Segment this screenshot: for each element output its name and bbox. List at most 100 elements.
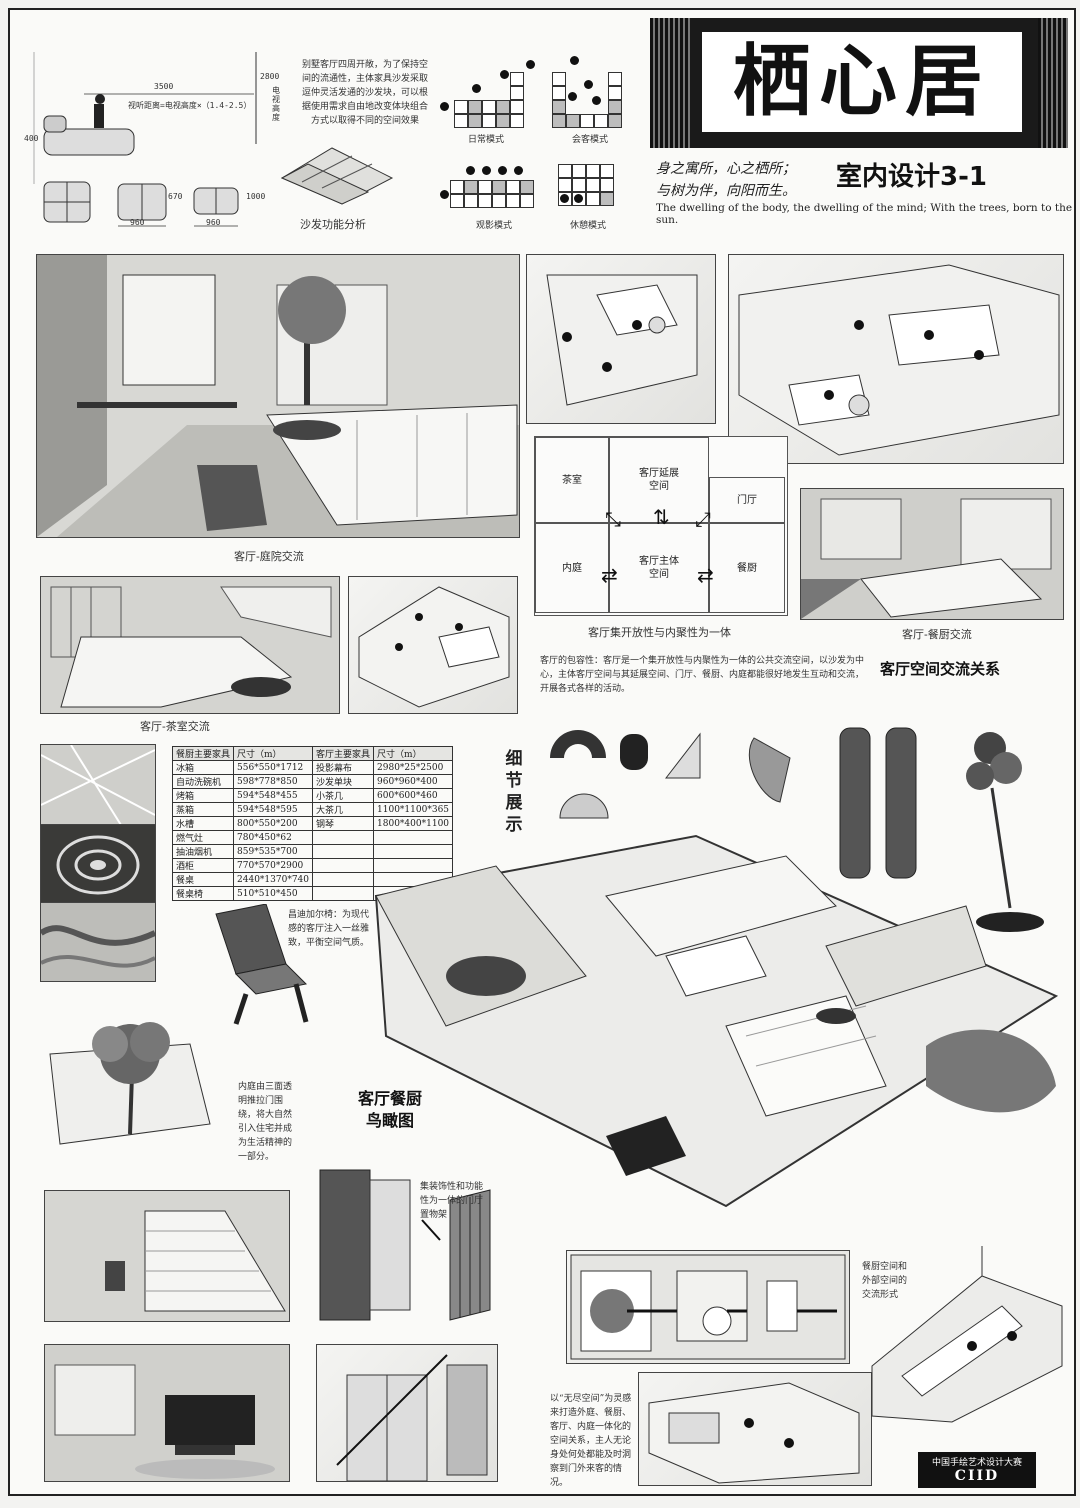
- table-cell: 594*548*595: [233, 802, 314, 817]
- mode-movie-label: 观影模式: [476, 221, 513, 231]
- mode-guest-label: 会客模式: [572, 135, 609, 145]
- aerial-title: 客厅餐厨 鸟瞰图: [358, 1088, 422, 1132]
- english-slogan: The dwelling of the body, the dwelling o…: [656, 202, 1073, 226]
- relation-title: 客厅空间交流关系: [880, 660, 1001, 678]
- project-title: 栖心居: [702, 32, 1022, 132]
- cell-living-main: 客厅主体空间: [609, 523, 709, 613]
- chandigarh-chair: [206, 903, 316, 1026]
- mode-guest-diagram: [548, 52, 628, 132]
- entrance-rack-sketch: [310, 1160, 500, 1330]
- table-cell: 沙发单块: [312, 774, 375, 789]
- piano-room-render: [44, 1344, 290, 1482]
- space-relation-diagram: 茶室 客厅延展空间 门厅 内庭 客厅主体空间 餐厨 ⇅ ⤡ ⤢ ⇄ ⇄: [534, 436, 788, 616]
- table-cell: 2440*1370*740: [233, 872, 314, 887]
- title-block: 栖心居: [650, 18, 1068, 148]
- caption-living-tearoom: 客厅-茶室交流: [140, 720, 210, 733]
- table-cell: 556*550*1712: [233, 760, 314, 775]
- arrow-diag-right-icon: ⤢: [695, 507, 711, 531]
- aerial-title-line-1: 客厅餐厨: [358, 1089, 423, 1108]
- living-courtyard-render: [36, 254, 520, 538]
- slogan: 身之寓所，心之栖所； 与树为伴，向阳而生。: [656, 158, 836, 202]
- table-cell: 770*570*2900: [233, 858, 314, 873]
- arrow-updown-icon: ⇅: [653, 505, 670, 529]
- inclusive-note: 客厅的包容性：客厅是一个集开放性与内聚性为一体的公共交流空间，以沙发为中心，主体…: [540, 656, 865, 694]
- table-cell: 1100*1100*365: [373, 802, 454, 817]
- table-cell: 598*778*850: [233, 774, 314, 789]
- aerial-view-render: [366, 826, 1068, 1210]
- table-cell: 烤箱: [171, 788, 235, 803]
- slogan-line-1: 身之寓所，心之栖所；: [656, 161, 796, 177]
- slogan-line-2: 与树为伴，向阳而生。: [656, 183, 796, 199]
- dining-plan-sketch: [566, 1250, 850, 1364]
- table-cell: 859*535*700: [233, 844, 314, 859]
- table-cell: 大茶几: [312, 802, 375, 817]
- ciid-logo: CIID: [954, 1468, 1000, 1484]
- table-header: 尺寸（m）: [233, 746, 314, 761]
- stair-render: [44, 1190, 290, 1322]
- mode-rest-label: 休憩模式: [570, 221, 607, 231]
- dim-2800: 2800: [260, 72, 280, 81]
- dim-1000: 1000: [246, 192, 266, 201]
- project-subtitle: 室内设计3-1: [836, 162, 987, 192]
- mode-movie-diagram: [436, 150, 546, 216]
- chair-note: 昌迪加尔椅：为现代感的客厅注入一丝雅致，平衡空间气质。: [288, 910, 370, 948]
- dim-960a: 960: [130, 218, 145, 227]
- detail-title-char: 节: [505, 771, 523, 791]
- table-cell: 自动洗碗机: [171, 774, 235, 789]
- cell-courtyard: 内庭: [535, 523, 609, 613]
- aerial-title-line-2: 鸟瞰图: [366, 1111, 415, 1130]
- cell-tea-room: 茶室: [535, 437, 609, 523]
- table-header: 餐厨主要家具: [171, 746, 235, 761]
- tearoom-axon-sketch: [348, 576, 518, 714]
- table-cell: 水槽: [171, 816, 235, 831]
- detail-objects: [540, 718, 1060, 946]
- table-cell: 抽油烟机: [171, 844, 235, 859]
- exterior-axon-sketch: [862, 1246, 1068, 1424]
- table-cell: 2980*25*2500: [373, 760, 454, 775]
- dining-flow-note: 餐厨空间和外部空间的交流形式: [862, 1262, 908, 1300]
- table-cell: 冰箱: [171, 760, 235, 775]
- cell-living-extension: 客厅延展空间: [609, 437, 709, 523]
- detail-title-char: 细: [505, 749, 523, 769]
- competition-logo: 中国手绘艺术设计大赛 CIID: [918, 1452, 1036, 1488]
- texture-marble-swatch: [40, 902, 156, 982]
- table-header-row: 餐厨主要家具 尺寸（m） 客厅主要家具 尺寸（m）: [171, 746, 454, 761]
- table-cell: [312, 858, 375, 873]
- dim-670: 670: [168, 192, 183, 201]
- texture-lines-swatch: [40, 744, 156, 826]
- boundless-note: 以“无尽空间”为灵感来打造外庭、餐厨、客厅、内庭一体化的空间关系，主人无论身处何…: [550, 1394, 632, 1488]
- dim-tv-height: 电视高度: [272, 86, 280, 122]
- table-cell: 酒柜: [171, 858, 235, 873]
- living-tearoom-render: [40, 576, 340, 714]
- arrow-diag-left-icon: ⤡: [605, 507, 621, 531]
- detail-title-char: 示: [505, 815, 523, 835]
- mode-daily-label: 日常模式: [468, 135, 505, 145]
- table-cell: 投影幕布: [312, 760, 375, 775]
- sofa-analysis-caption: 沙发功能分析: [300, 218, 366, 231]
- table-cell: 钢琴: [312, 816, 375, 831]
- table-cell: 餐桌椅: [171, 886, 235, 901]
- axon-sketch-small: [526, 254, 716, 424]
- table-cell: 960*960*400: [373, 774, 454, 789]
- cell-entrance: 门厅: [709, 477, 785, 523]
- dim-viewing-formula: 视听距离=电视高度×（1.4-2.5）: [128, 101, 252, 110]
- caption-open-inward: 客厅集开放性与内聚性为一体: [588, 626, 731, 639]
- dim-960b: 960: [206, 218, 221, 227]
- dim-3500: 3500: [154, 82, 174, 91]
- table-cell: 510*510*450: [233, 886, 314, 901]
- design-board: 3500 视听距离=电视高度×（1.4-2.5） 400 2800 电视高度 9…: [8, 8, 1076, 1496]
- cell-dining: 餐厨: [709, 523, 785, 613]
- table-cell: [312, 872, 375, 887]
- table-cell: 780*450*62: [233, 830, 314, 845]
- rack-note: 集装饰性和功能性为一体的门厅置物架: [420, 1182, 484, 1220]
- texture-wood-swatch: [40, 824, 156, 904]
- arrow-left-right-icon: ⇄: [601, 563, 618, 587]
- table-cell: 餐桌: [171, 872, 235, 887]
- table-cell: 600*600*460: [373, 788, 454, 803]
- courtyard-note: 内庭由三面透明推拉门围绕，将大自然引入住宅并成为生活精神的一部分。: [238, 1082, 293, 1162]
